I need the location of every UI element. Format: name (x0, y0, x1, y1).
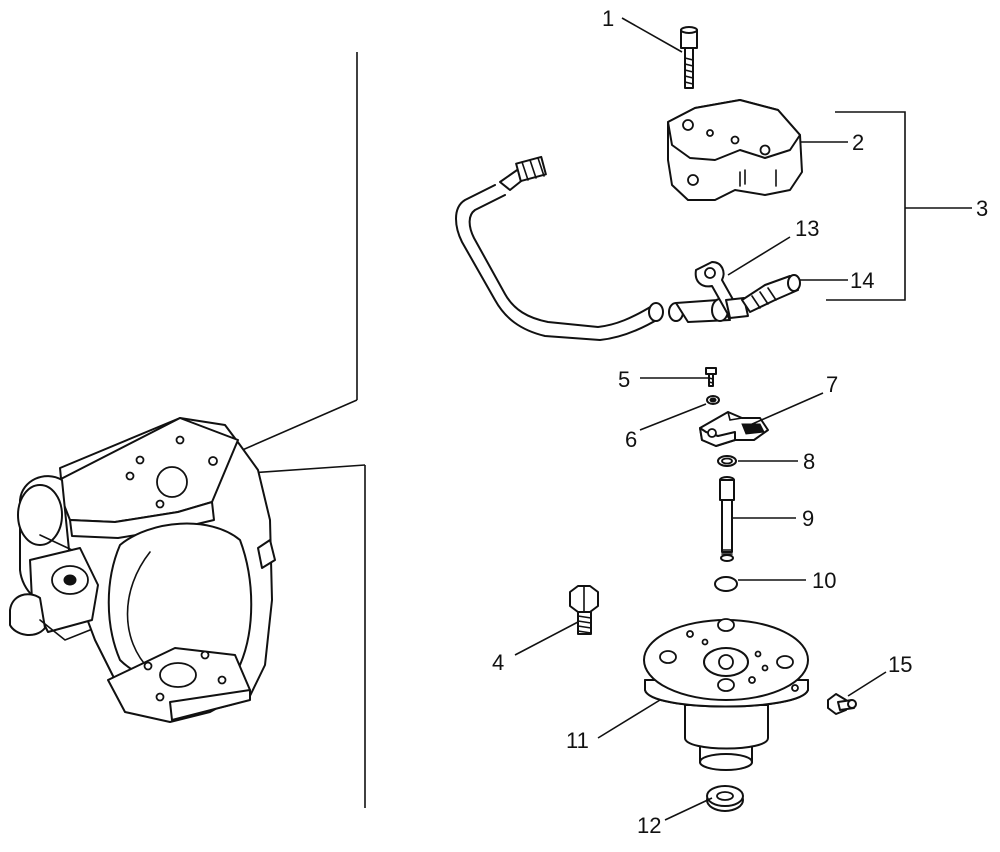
cap-screw-part-1 (680, 26, 698, 89)
callout-15: 15 (888, 652, 912, 677)
callout-11: 11 (566, 728, 589, 753)
callout-7: 7 (826, 372, 838, 397)
callout-6: 6 (625, 427, 637, 452)
callout-12: 12 (637, 813, 661, 838)
washer-part-6 (706, 395, 720, 405)
hub-flange-part-11 (643, 618, 809, 771)
knuckle-housing (9, 52, 366, 808)
callout-10: 10 (812, 568, 836, 593)
target-plate-part-7 (699, 411, 769, 447)
callout-3: 3 (976, 196, 988, 221)
callout-2: 2 (852, 130, 864, 155)
grease-fitting-part-15 (827, 693, 857, 715)
sensor-housing-part-2 (667, 99, 803, 201)
callout-14: 14 (850, 268, 874, 293)
callout-13: 13 (795, 216, 819, 241)
callout-5: 5 (618, 367, 630, 392)
shaft-part-9 (719, 476, 735, 562)
o-ring-part-10 (714, 576, 738, 592)
callout-4: 4 (492, 650, 504, 675)
callout-1: 1 (602, 6, 614, 31)
small-screw-part-5 (705, 367, 717, 387)
hex-bolt-part-4 (569, 585, 599, 635)
callout-8: 8 (803, 449, 815, 474)
leader-lines (514, 17, 972, 821)
sensor-cable-assembly (455, 155, 801, 341)
snap-ring-part-8 (717, 455, 737, 467)
callout-9: 9 (802, 506, 814, 531)
seal-ring-part-12 (706, 785, 744, 812)
callout-labels: 1 2 3 4 5 6 7 8 9 10 11 12 13 14 15 (492, 6, 988, 838)
